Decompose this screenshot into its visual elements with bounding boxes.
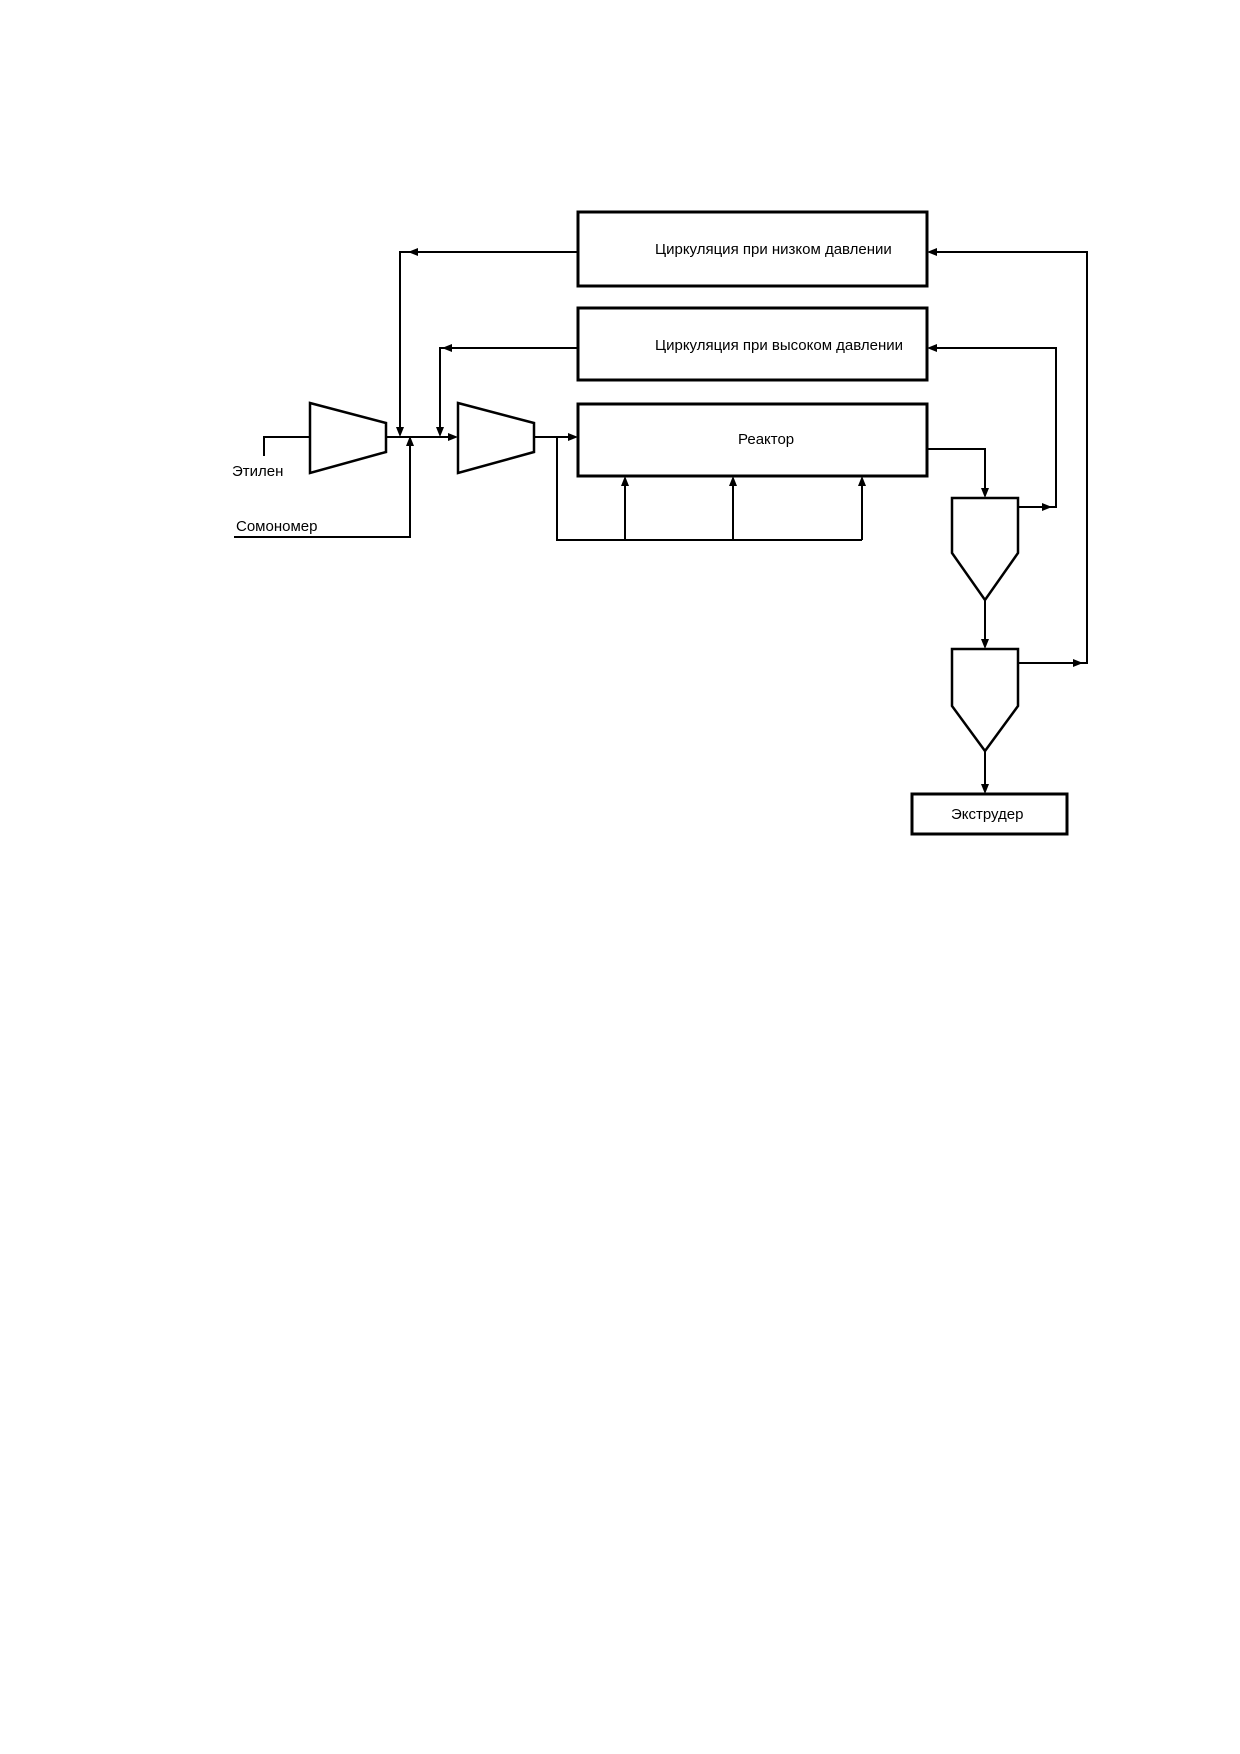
high-pressure-recycle-arrow-left	[442, 344, 452, 352]
low-pressure-circulation-label: Циркуляция при низком давлении	[655, 241, 892, 258]
comonomer-feed-arrow	[406, 436, 414, 446]
secondary-compressor-symbol	[456, 401, 536, 475]
lp-circulation-inlet-arrow	[927, 248, 937, 256]
reactor-box	[576, 402, 929, 478]
high-pressure-separator-symbol	[950, 496, 1020, 603]
ethylene-feed-line	[263, 436, 310, 456]
high-pressure-recycle-arrow-down	[436, 427, 444, 437]
lp-separator-overhead-line	[937, 251, 1088, 664]
lp-separator-to-extruder-arrow	[981, 784, 989, 794]
hp-to-lp-separator-arrow	[981, 639, 989, 649]
low-pressure-recycle-line	[399, 251, 578, 427]
low-pressure-separator-symbol	[950, 647, 1020, 754]
hp-separator-overhead-arrow-right	[1042, 503, 1052, 511]
reactor-injection-arrow-1	[621, 476, 629, 486]
reactor-label: Реактор	[738, 431, 794, 448]
primary-compressor-symbol	[308, 401, 388, 475]
ethylene-input-label: Этилен	[232, 463, 283, 480]
low-pressure-recycle-arrow-left	[408, 248, 418, 256]
compressor-connector-arrow	[448, 433, 458, 441]
comonomer-feed-line	[234, 438, 411, 538]
high-pressure-circulation-box	[576, 306, 929, 382]
hp-separator-overhead-line	[937, 347, 1057, 508]
reactor-injection-arrow-2	[729, 476, 737, 486]
reactor-outlet-line	[927, 448, 986, 488]
hp-circulation-inlet-arrow	[927, 344, 937, 352]
reactor-outlet-arrow	[981, 488, 989, 498]
low-pressure-recycle-arrow-down	[396, 427, 404, 437]
extruder-label: Экструдер	[951, 806, 1024, 823]
comonomer-input-label: Сомономер	[236, 518, 317, 535]
reactor-injection-arrow-3	[858, 476, 866, 486]
extruder-box	[910, 792, 1069, 836]
compressor-to-reactor-arrow	[568, 433, 578, 441]
high-pressure-circulation-label: Циркуляция при высоком давлении	[655, 337, 903, 354]
high-pressure-recycle-line	[439, 347, 578, 427]
reactor-side-feed-line	[556, 437, 862, 541]
low-pressure-circulation-box	[576, 210, 929, 288]
lp-separator-overhead-arrow-right	[1073, 659, 1083, 667]
